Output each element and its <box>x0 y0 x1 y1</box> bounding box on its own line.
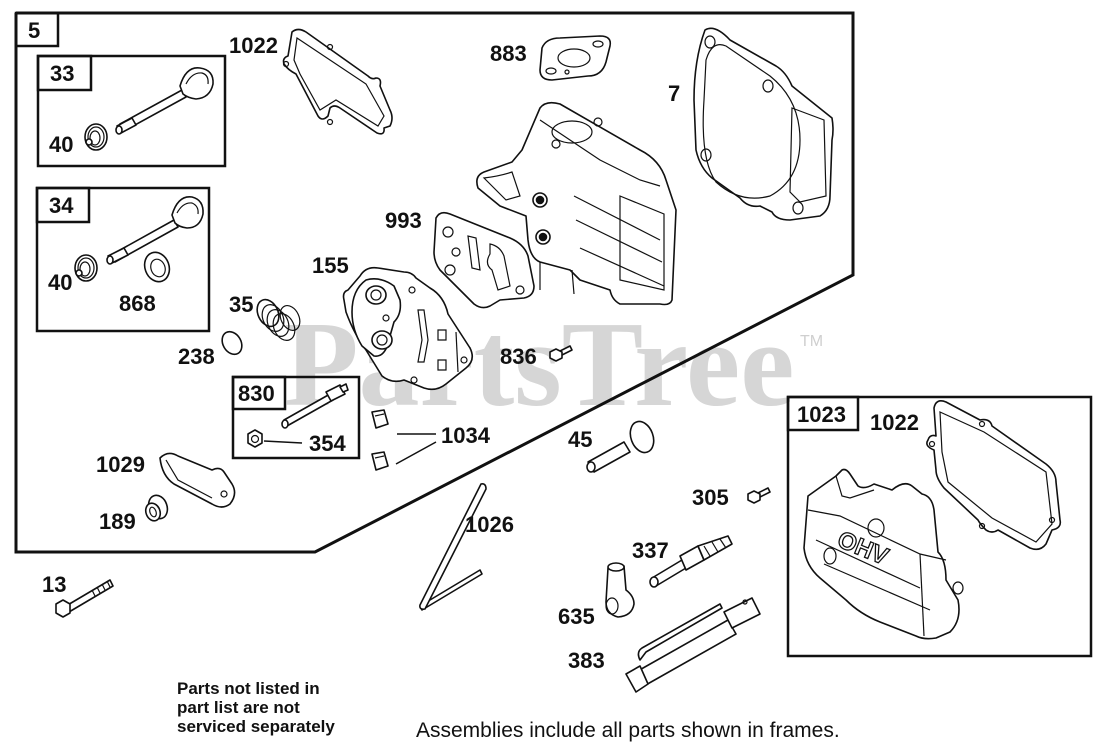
part-7-head-gasket[interactable]: 7 <box>668 27 834 221</box>
callout-35[interactable]: 35 <box>229 292 253 317</box>
part-238-valve-cap[interactable]: 238 <box>178 328 246 369</box>
callout-189[interactable]: 189 <box>99 509 136 534</box>
valve-seal-icon <box>143 251 171 283</box>
callout-238[interactable]: 238 <box>178 344 215 369</box>
note-not-listed-line2: part list are not <box>177 698 300 717</box>
callout-993[interactable]: 993 <box>385 208 422 233</box>
frame-1023-label-box <box>786 395 860 432</box>
frame-830-border <box>231 375 361 460</box>
note-not-listed-line1: Parts not listed in <box>177 679 320 698</box>
rocker-cover-icon: OHV <box>803 468 964 640</box>
callout-40[interactable]: 40 <box>49 132 73 157</box>
valve-icon <box>106 196 204 265</box>
note-not-listed-line3: serviced separately <box>177 717 335 736</box>
tappet-icon <box>586 420 655 473</box>
part-1026-push-rod[interactable]: 1026 <box>419 483 514 611</box>
plug-boot-icon <box>605 562 635 618</box>
frame-1023-label[interactable]: 1023 <box>797 402 846 427</box>
callout-354[interactable]: 354 <box>309 431 346 456</box>
callout-868[interactable]: 868 <box>119 291 156 316</box>
frame-33[interactable]: 33 40 <box>36 54 227 168</box>
part-883-intake-gasket[interactable]: 883 <box>490 35 612 81</box>
spark-plug-icon <box>649 535 733 588</box>
callout-635[interactable]: 635 <box>558 604 595 629</box>
callout-383[interactable]: 383 <box>568 648 605 673</box>
callout-836[interactable]: 836 <box>500 344 537 369</box>
frame-33-label[interactable]: 33 <box>50 61 74 86</box>
callout-1034[interactable]: 1034 <box>441 423 491 448</box>
frame-1023[interactable]: 1023 1022 OHV <box>786 395 1093 658</box>
part-1029-rocker-arm[interactable]: 1029 <box>96 452 236 508</box>
plug-wrench-icon <box>625 597 761 693</box>
part-635-plug-boot[interactable]: 635 <box>558 562 635 629</box>
rocker-ball-icon <box>144 494 169 522</box>
part-305-screw[interactable]: 305 <box>692 485 771 510</box>
part-337-spark-plug[interactable]: 337 <box>632 535 733 588</box>
footnotes: Parts not listed in part list are not se… <box>177 679 840 742</box>
callout-1022[interactable]: 1022 <box>870 410 919 435</box>
valve-icon <box>115 67 214 135</box>
cylinder-head-icon <box>476 101 677 306</box>
callout-883[interactable]: 883 <box>490 41 527 66</box>
screw-icon <box>549 345 573 362</box>
frame-34-label[interactable]: 34 <box>49 193 74 218</box>
guide-plate-icon <box>371 409 389 471</box>
callout-40[interactable]: 40 <box>48 270 72 295</box>
callout-1029[interactable]: 1029 <box>96 452 145 477</box>
frame-33-label-box <box>36 54 93 92</box>
rocker-cover-gasket-icon <box>926 400 1062 551</box>
frame-830[interactable]: 830 354 <box>231 375 361 460</box>
spring-icon <box>256 298 301 341</box>
frame-830-label-box <box>231 375 287 411</box>
part-35-valve-spring[interactable]: 35 <box>229 292 304 344</box>
nut-icon <box>247 429 263 448</box>
frame-5-label-box <box>14 11 60 48</box>
frame-33-border <box>36 54 227 168</box>
callout-13[interactable]: 13 <box>42 572 66 597</box>
frame-830-label[interactable]: 830 <box>238 381 275 406</box>
rocker-stud-icon <box>281 383 349 429</box>
part-189-rocker-ball[interactable]: 189 <box>99 493 171 534</box>
callout-305[interactable]: 305 <box>692 485 729 510</box>
callout-155[interactable]: 155 <box>312 253 349 278</box>
valve-retainer-icon <box>74 254 98 282</box>
part-1034-guide-plates[interactable]: 1034 <box>371 409 491 471</box>
part-383-plug-wrench[interactable]: 383 <box>568 597 761 693</box>
callout-1022[interactable]: 1022 <box>229 33 278 58</box>
frame-34-label-box <box>35 186 91 224</box>
frame-5[interactable]: 5 <box>14 11 855 554</box>
callout-1026[interactable]: 1026 <box>465 512 514 537</box>
part-45-tappet[interactable]: 45 <box>568 418 658 473</box>
callout-45[interactable]: 45 <box>568 427 592 452</box>
part-155-rocker-plate[interactable]: 155 <box>312 253 474 391</box>
note-assemblies: Assemblies include all parts shown in fr… <box>416 719 840 742</box>
part-13-bolt[interactable]: 13 <box>42 572 114 618</box>
frame-34[interactable]: 34 40 868 <box>35 186 211 333</box>
valve-retainer-icon <box>84 123 108 151</box>
rocker-arm-icon <box>159 452 236 508</box>
frame-34-border <box>35 186 211 333</box>
callout-7[interactable]: 7 <box>668 81 680 106</box>
frame-5-label[interactable]: 5 <box>28 18 40 43</box>
part-1022-rocker-gasket[interactable]: 1022 <box>229 28 393 135</box>
screw-icon <box>747 487 771 504</box>
frame-5-border <box>14 11 855 554</box>
callout-337[interactable]: 337 <box>632 538 669 563</box>
part-836-screw[interactable]: 836 <box>500 344 573 369</box>
cap-icon <box>221 330 243 356</box>
part-993-gasket[interactable]: 993 <box>385 208 535 309</box>
frame-1023-border <box>786 395 1093 658</box>
bolt-icon <box>55 579 114 618</box>
watermark-trademark: TM <box>800 333 823 350</box>
